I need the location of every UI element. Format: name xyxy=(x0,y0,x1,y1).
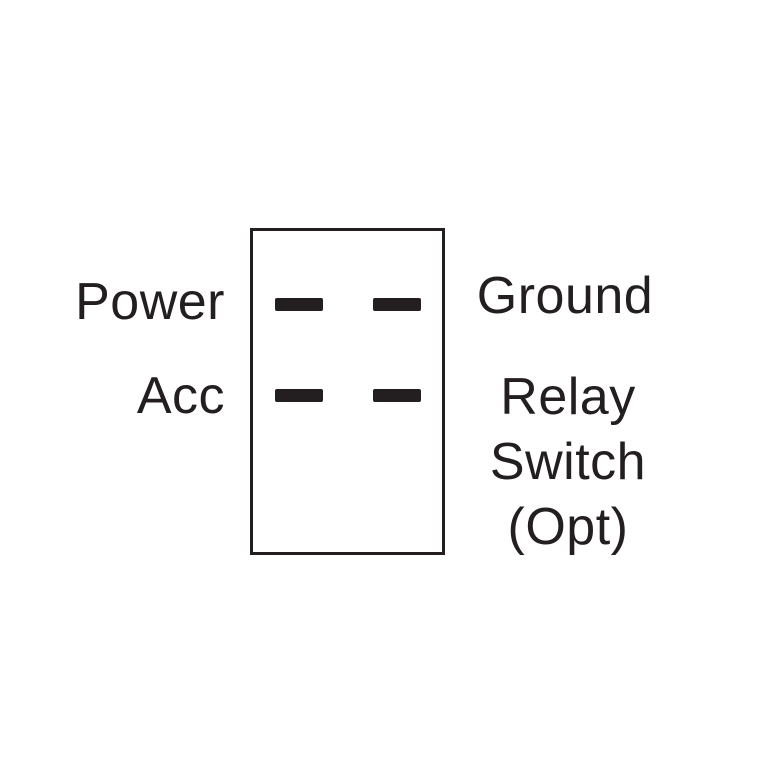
relay-switch-label: Relay Switch (Opt) xyxy=(448,365,688,560)
ground-terminal-icon xyxy=(373,298,421,311)
acc-terminal-icon xyxy=(275,389,323,402)
relay-switch-label-line2: Switch xyxy=(489,433,647,491)
acc-label: Acc xyxy=(136,367,225,425)
relay-terminal-icon xyxy=(373,389,421,402)
relay-switch-label-line3: (Opt) xyxy=(507,498,629,556)
power-label: Power xyxy=(75,273,225,331)
relay-switch-label-line1: Relay xyxy=(500,368,636,426)
power-terminal-icon xyxy=(275,298,323,311)
ground-label: Ground xyxy=(476,267,654,325)
